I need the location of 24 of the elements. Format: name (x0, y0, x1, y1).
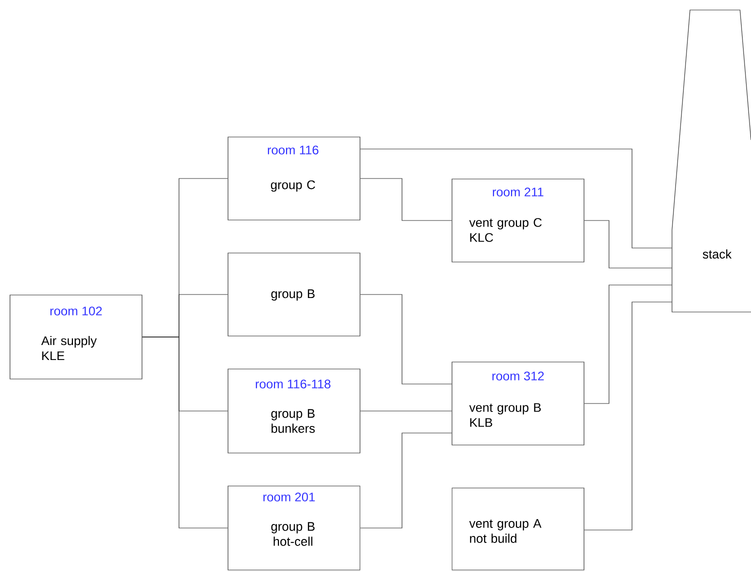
connector-line (584, 220, 672, 268)
box-text: vent group B KLB (469, 403, 541, 427)
room-label: room 116-118 (256, 380, 330, 388)
box-text: group B (271, 289, 315, 301)
room-label: room 312 (492, 372, 544, 380)
box-text: Air supply KLE (41, 336, 97, 360)
room-label: room 102 (50, 306, 102, 316)
connector-line (584, 284, 672, 404)
box-text: group B bunkers (271, 409, 315, 433)
connector-line (360, 148, 672, 248)
stack-drawing: stack (672, 10, 751, 312)
box-text: group C (270, 180, 316, 192)
connector-line (360, 294, 452, 384)
box-text: group B hot-cell (271, 522, 315, 546)
room-label: room 211 (492, 188, 544, 196)
room-label: room 201 (263, 492, 315, 502)
connector-line (360, 178, 452, 221)
connector-line (584, 302, 672, 530)
room-label: room 116 (268, 146, 318, 154)
connector-line (142, 336, 228, 528)
box-text: vent group C KLC (469, 218, 542, 242)
box-text: vent group A not build (469, 519, 542, 543)
connector-line (360, 432, 452, 528)
connector-line (360, 410, 452, 412)
